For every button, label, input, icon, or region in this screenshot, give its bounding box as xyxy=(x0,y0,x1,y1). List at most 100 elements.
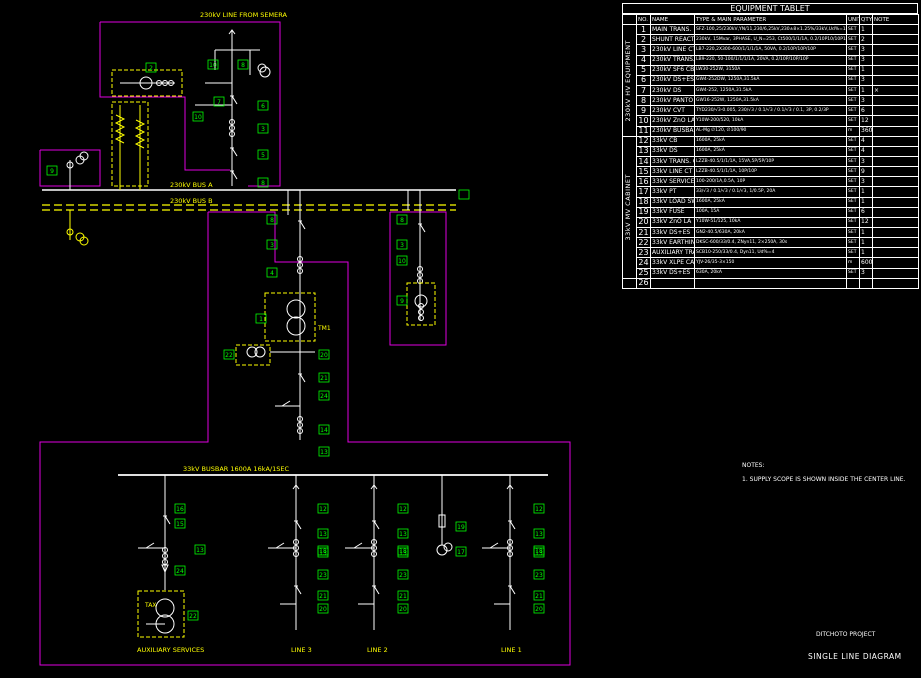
equipment-tag: 13 xyxy=(397,528,409,539)
equipment-tag-box xyxy=(207,59,219,70)
equipment-tag-box xyxy=(266,267,278,278)
cell-note xyxy=(872,64,919,76)
equipment-tag-box xyxy=(397,603,409,614)
equipment-tag-box xyxy=(237,59,249,70)
cell-param: GN2-40.5/630A, 20kA xyxy=(694,226,847,239)
equipment-tag-box xyxy=(396,239,408,250)
cell-no: 4 xyxy=(636,54,651,66)
equipment-tag-number: 21 xyxy=(535,593,543,600)
cell-param: SCB10-250/33/0.4, Dyn11, Ud%=4 xyxy=(694,247,847,259)
equipment-tag: 16 xyxy=(174,503,186,514)
equipment-tag: 15 xyxy=(174,518,186,529)
equipment-tag: 12 xyxy=(317,503,329,514)
equipment-tag-box xyxy=(318,372,330,383)
equipment-tag-number: 8 xyxy=(241,62,245,69)
aux-transformer-label: TAX xyxy=(144,602,156,609)
cell-qty: 12 xyxy=(859,115,873,127)
cell-name: AUXILIARY TRANS. xyxy=(650,247,695,259)
drawing-title: SINGLE LINE DIAGRAM xyxy=(808,652,902,661)
feeder-pt-circuit xyxy=(436,475,453,556)
cell-qty: 3 xyxy=(859,44,873,56)
equipment-tag-number: 13 xyxy=(535,531,543,538)
equipment-tag-number: 2 xyxy=(149,65,153,72)
equipment-tag-number: 13 xyxy=(319,531,327,538)
equipment-tag-box xyxy=(397,590,409,601)
cell-param: 33/√3 / 0.1/√3 / 0.1/√3, 1/0.5P, 20A xyxy=(694,186,847,198)
equipment-tag-box xyxy=(455,546,467,557)
equipment-tag: 7 xyxy=(213,96,225,107)
cell-no: 9 xyxy=(636,105,651,117)
cell-param: 100A, 15A xyxy=(694,206,847,218)
equipment-tag-number: 20 xyxy=(320,352,328,359)
equipment-tag-number: 13 xyxy=(399,531,407,538)
feeder-line-3-circuit xyxy=(268,475,302,630)
cell-param: GW16-252W, 1250A,31.5kA xyxy=(694,95,847,107)
cell-name: 230kV SF6 CB xyxy=(650,64,695,76)
equipment-tag-number: 9 xyxy=(50,168,54,175)
equipment-tag-number: 19 xyxy=(457,524,465,531)
cell-unit: SET xyxy=(846,145,860,157)
equipment-tag-number: 14 xyxy=(320,427,328,434)
cell-unit: SET xyxy=(846,206,860,218)
cell-unit: SET xyxy=(846,95,860,107)
equipment-tag-number: 21 xyxy=(399,593,407,600)
notes-item: 1. SUPPLY SCOPE IS SHOWN INSIDE THE CENT… xyxy=(742,476,906,483)
cell-unit: SET xyxy=(846,176,860,188)
table-row: 26 xyxy=(622,277,919,289)
equipment-tag-number: 8 xyxy=(261,180,265,187)
equipment-tag: 12 xyxy=(397,503,409,514)
feeder-line-1-circuit xyxy=(482,475,516,630)
cell-param: DKSC-600/33/0.4, ZNyn11, 2×250A, 30s xyxy=(694,237,847,249)
equipment-tag-box xyxy=(455,521,467,532)
equipment-tag-box xyxy=(223,349,235,360)
equipment-tag-number: 23 xyxy=(399,572,407,579)
cell-qty: 1 xyxy=(859,64,873,76)
cell-no: 26 xyxy=(636,277,651,289)
equipment-tag-box xyxy=(317,547,329,558)
feeder-label-line2: LINE 2 xyxy=(367,646,388,654)
cell-qty: 1 xyxy=(859,247,873,259)
equipment-tag-box xyxy=(396,295,408,306)
equipment-tag-box xyxy=(317,528,329,539)
busbars xyxy=(42,189,548,476)
cell-note xyxy=(872,95,919,107)
cell-note xyxy=(872,115,919,127)
equipment-tag-number: 13 xyxy=(196,547,204,554)
feeder-label-aux: AUXILIARY SERVICES xyxy=(137,646,204,654)
cell-unit: SET xyxy=(846,64,860,76)
cell-unit: SET xyxy=(846,34,860,46)
cell-name: 33kV ZnO LA xyxy=(650,216,695,228)
feeder-boundary-lines xyxy=(39,21,571,666)
equipment-tag-box xyxy=(533,503,545,514)
cell-no: 11 xyxy=(636,125,651,137)
equipment-tag-number: 13 xyxy=(320,449,328,456)
cell-name: 230kV LINE CT xyxy=(650,44,695,56)
cell-param: LZZB-40.5/1/1/1A, 15VA,5P/5P/10P xyxy=(694,155,847,168)
cell-param: 630A, 20kA xyxy=(694,267,847,279)
cell-note xyxy=(872,135,919,147)
cell-param: YJV-26/35-3×150 xyxy=(694,257,847,269)
equipment-tag-box xyxy=(194,544,206,555)
header-name: NAME xyxy=(650,13,695,26)
equipment-tag-box xyxy=(318,446,330,457)
cell-qty: 1 xyxy=(859,237,873,249)
equipment-tag: 12 xyxy=(533,503,545,514)
cell-note xyxy=(872,216,919,228)
cell-name: 33kV DS+ES xyxy=(650,226,695,239)
notes-block: NOTES: 1. SUPPLY SCOPE IS SHOWN INSIDE T… xyxy=(742,462,905,490)
cell-unit: SET xyxy=(846,267,860,279)
equipment-tag: 9 xyxy=(396,295,408,306)
header-param: TYPE & MAIN PARAMETER xyxy=(694,13,847,26)
cell-qty: 1 xyxy=(859,84,873,97)
cell-note xyxy=(872,196,919,208)
equipment-tag: 10 xyxy=(207,59,219,70)
cell-name: 33kV LINE CT xyxy=(650,166,695,178)
cell-note xyxy=(872,277,919,289)
cell-note xyxy=(872,105,919,117)
equipment-tag: 19 xyxy=(455,521,467,532)
cell-unit: SET xyxy=(846,196,860,208)
